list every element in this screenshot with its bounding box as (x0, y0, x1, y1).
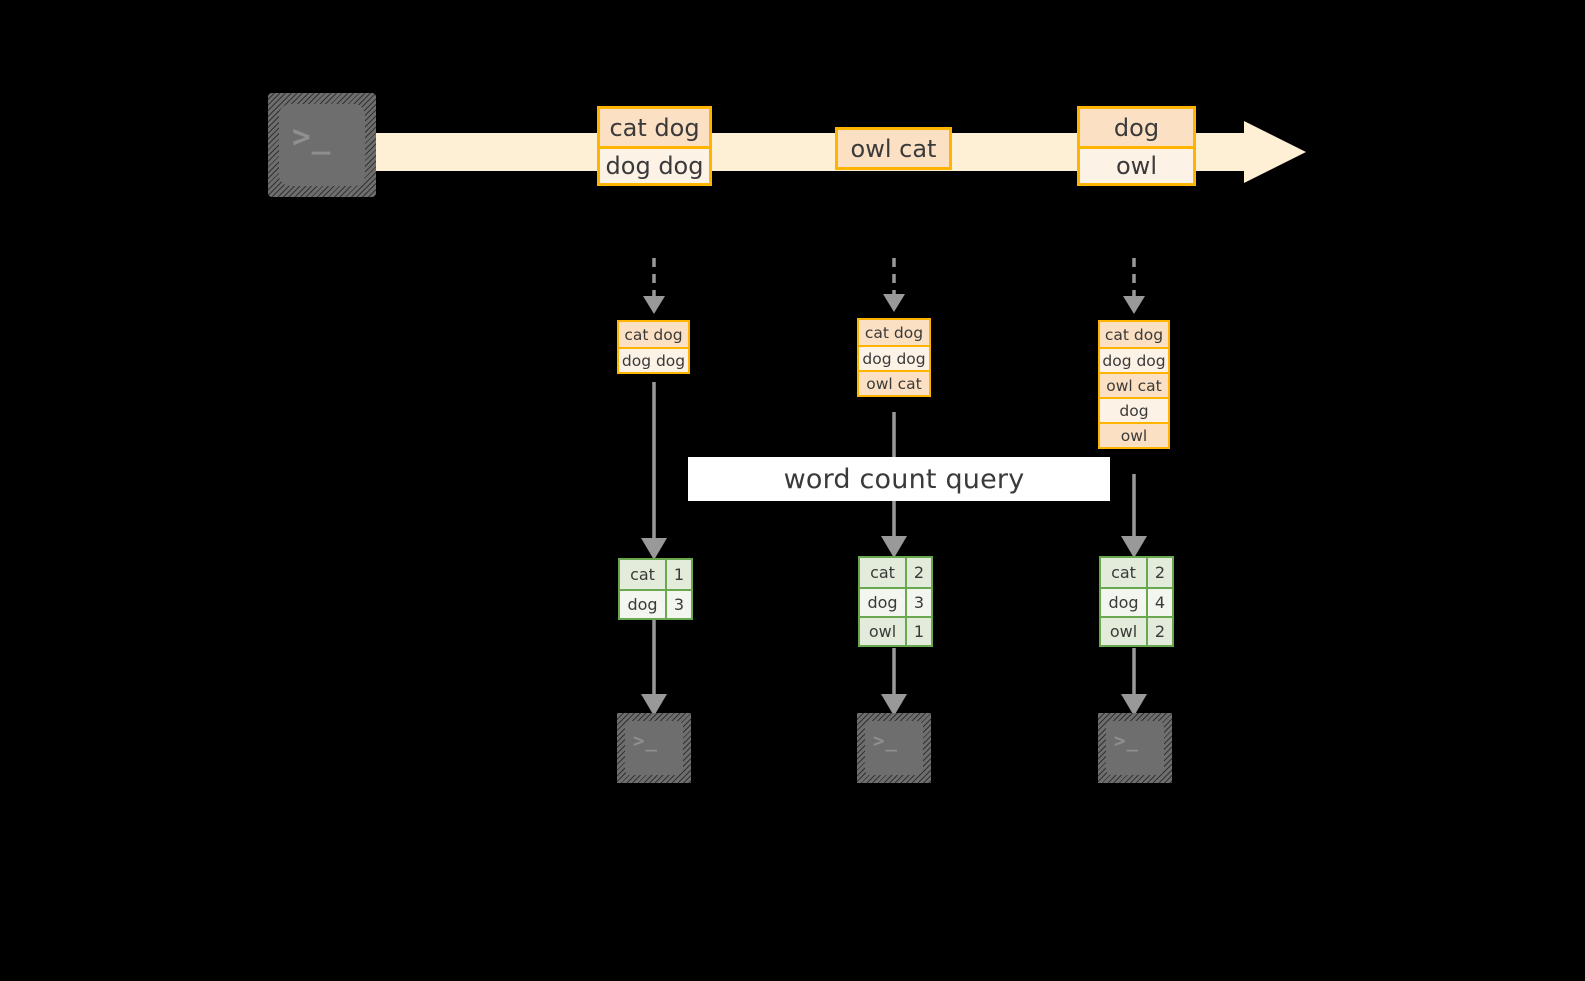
stream-record-line: dog dog (600, 146, 709, 183)
table-row: dog 3 (860, 587, 931, 616)
count-cell: 1 (905, 618, 931, 645)
terminal-icon-sink-3[interactable]: >_ (1098, 713, 1172, 783)
word-count-table-1: cat 1 dog 3 (618, 558, 693, 620)
terminal-screen: >_ (865, 721, 923, 775)
stream-record-1: cat dog dog dog (597, 106, 712, 186)
terminal-prompt-glyph: >_ (1114, 730, 1139, 752)
table-row: owl 2 (1101, 616, 1172, 645)
table-row: dog 4 (1101, 587, 1172, 616)
count-cell: 2 (905, 558, 931, 587)
word-cell: cat (620, 560, 665, 589)
stream-record-2: owl cat (835, 127, 952, 170)
snapshot-line: dog dog (1100, 347, 1168, 372)
table-row: dog 3 (620, 589, 691, 618)
snapshot-line: cat dog (1100, 322, 1168, 347)
snapshot-line: cat dog (859, 320, 929, 345)
snapshot-line: owl (1100, 422, 1168, 447)
snapshot-line: owl cat (859, 370, 929, 395)
snapshot-line: cat dog (619, 322, 688, 347)
word-cell: dog (1101, 589, 1146, 616)
query-label: word count query (783, 463, 1025, 495)
word-cell: dog (860, 589, 905, 616)
word-cell: cat (860, 558, 905, 587)
count-cell: 2 (1146, 618, 1172, 645)
terminal-screen: >_ (625, 721, 683, 775)
terminal-icon-sink-1[interactable]: >_ (617, 713, 691, 783)
table-row: owl 1 (860, 616, 931, 645)
terminal-prompt-glyph: >_ (633, 730, 658, 752)
terminal-prompt-glyph: >_ (873, 730, 898, 752)
query-banner: word count query (688, 457, 1110, 501)
snapshot-stack-3: cat dog dog dog owl cat dog owl (1098, 320, 1170, 449)
table-row: cat 2 (1101, 558, 1172, 587)
word-cell: owl (1101, 618, 1146, 645)
stream-record-line: cat dog (600, 109, 709, 146)
word-count-table-2: cat 2 dog 3 owl 1 (858, 556, 933, 647)
count-cell: 4 (1146, 589, 1172, 616)
stream-record-line: dog (1080, 109, 1193, 146)
terminal-screen: >_ (1106, 721, 1164, 775)
stream-record-line: owl cat (838, 130, 949, 167)
terminal-prompt-glyph: >_ (292, 119, 332, 155)
stream-record-3: dog owl (1077, 106, 1196, 186)
snapshot-stack-1: cat dog dog dog (617, 320, 690, 374)
terminal-icon-sink-2[interactable]: >_ (857, 713, 931, 783)
snapshot-line: owl cat (1100, 372, 1168, 397)
terminal-icon-source[interactable]: >_ (268, 93, 376, 197)
word-cell: owl (860, 618, 905, 645)
terminal-screen: >_ (279, 104, 365, 186)
count-cell: 2 (1146, 558, 1172, 587)
snapshot-stack-2: cat dog dog dog owl cat (857, 318, 931, 397)
word-count-table-3: cat 2 dog 4 owl 2 (1099, 556, 1174, 647)
snapshot-line: dog dog (859, 345, 929, 370)
stream-record-line: owl (1080, 146, 1193, 183)
word-cell: cat (1101, 558, 1146, 587)
count-cell: 3 (665, 591, 691, 618)
table-row: cat 1 (620, 560, 691, 589)
word-cell: dog (620, 591, 665, 618)
count-cell: 1 (665, 560, 691, 589)
count-cell: 3 (905, 589, 931, 616)
snapshot-line: dog (1100, 397, 1168, 422)
snapshot-line: dog dog (619, 347, 688, 372)
table-row: cat 2 (860, 558, 931, 587)
